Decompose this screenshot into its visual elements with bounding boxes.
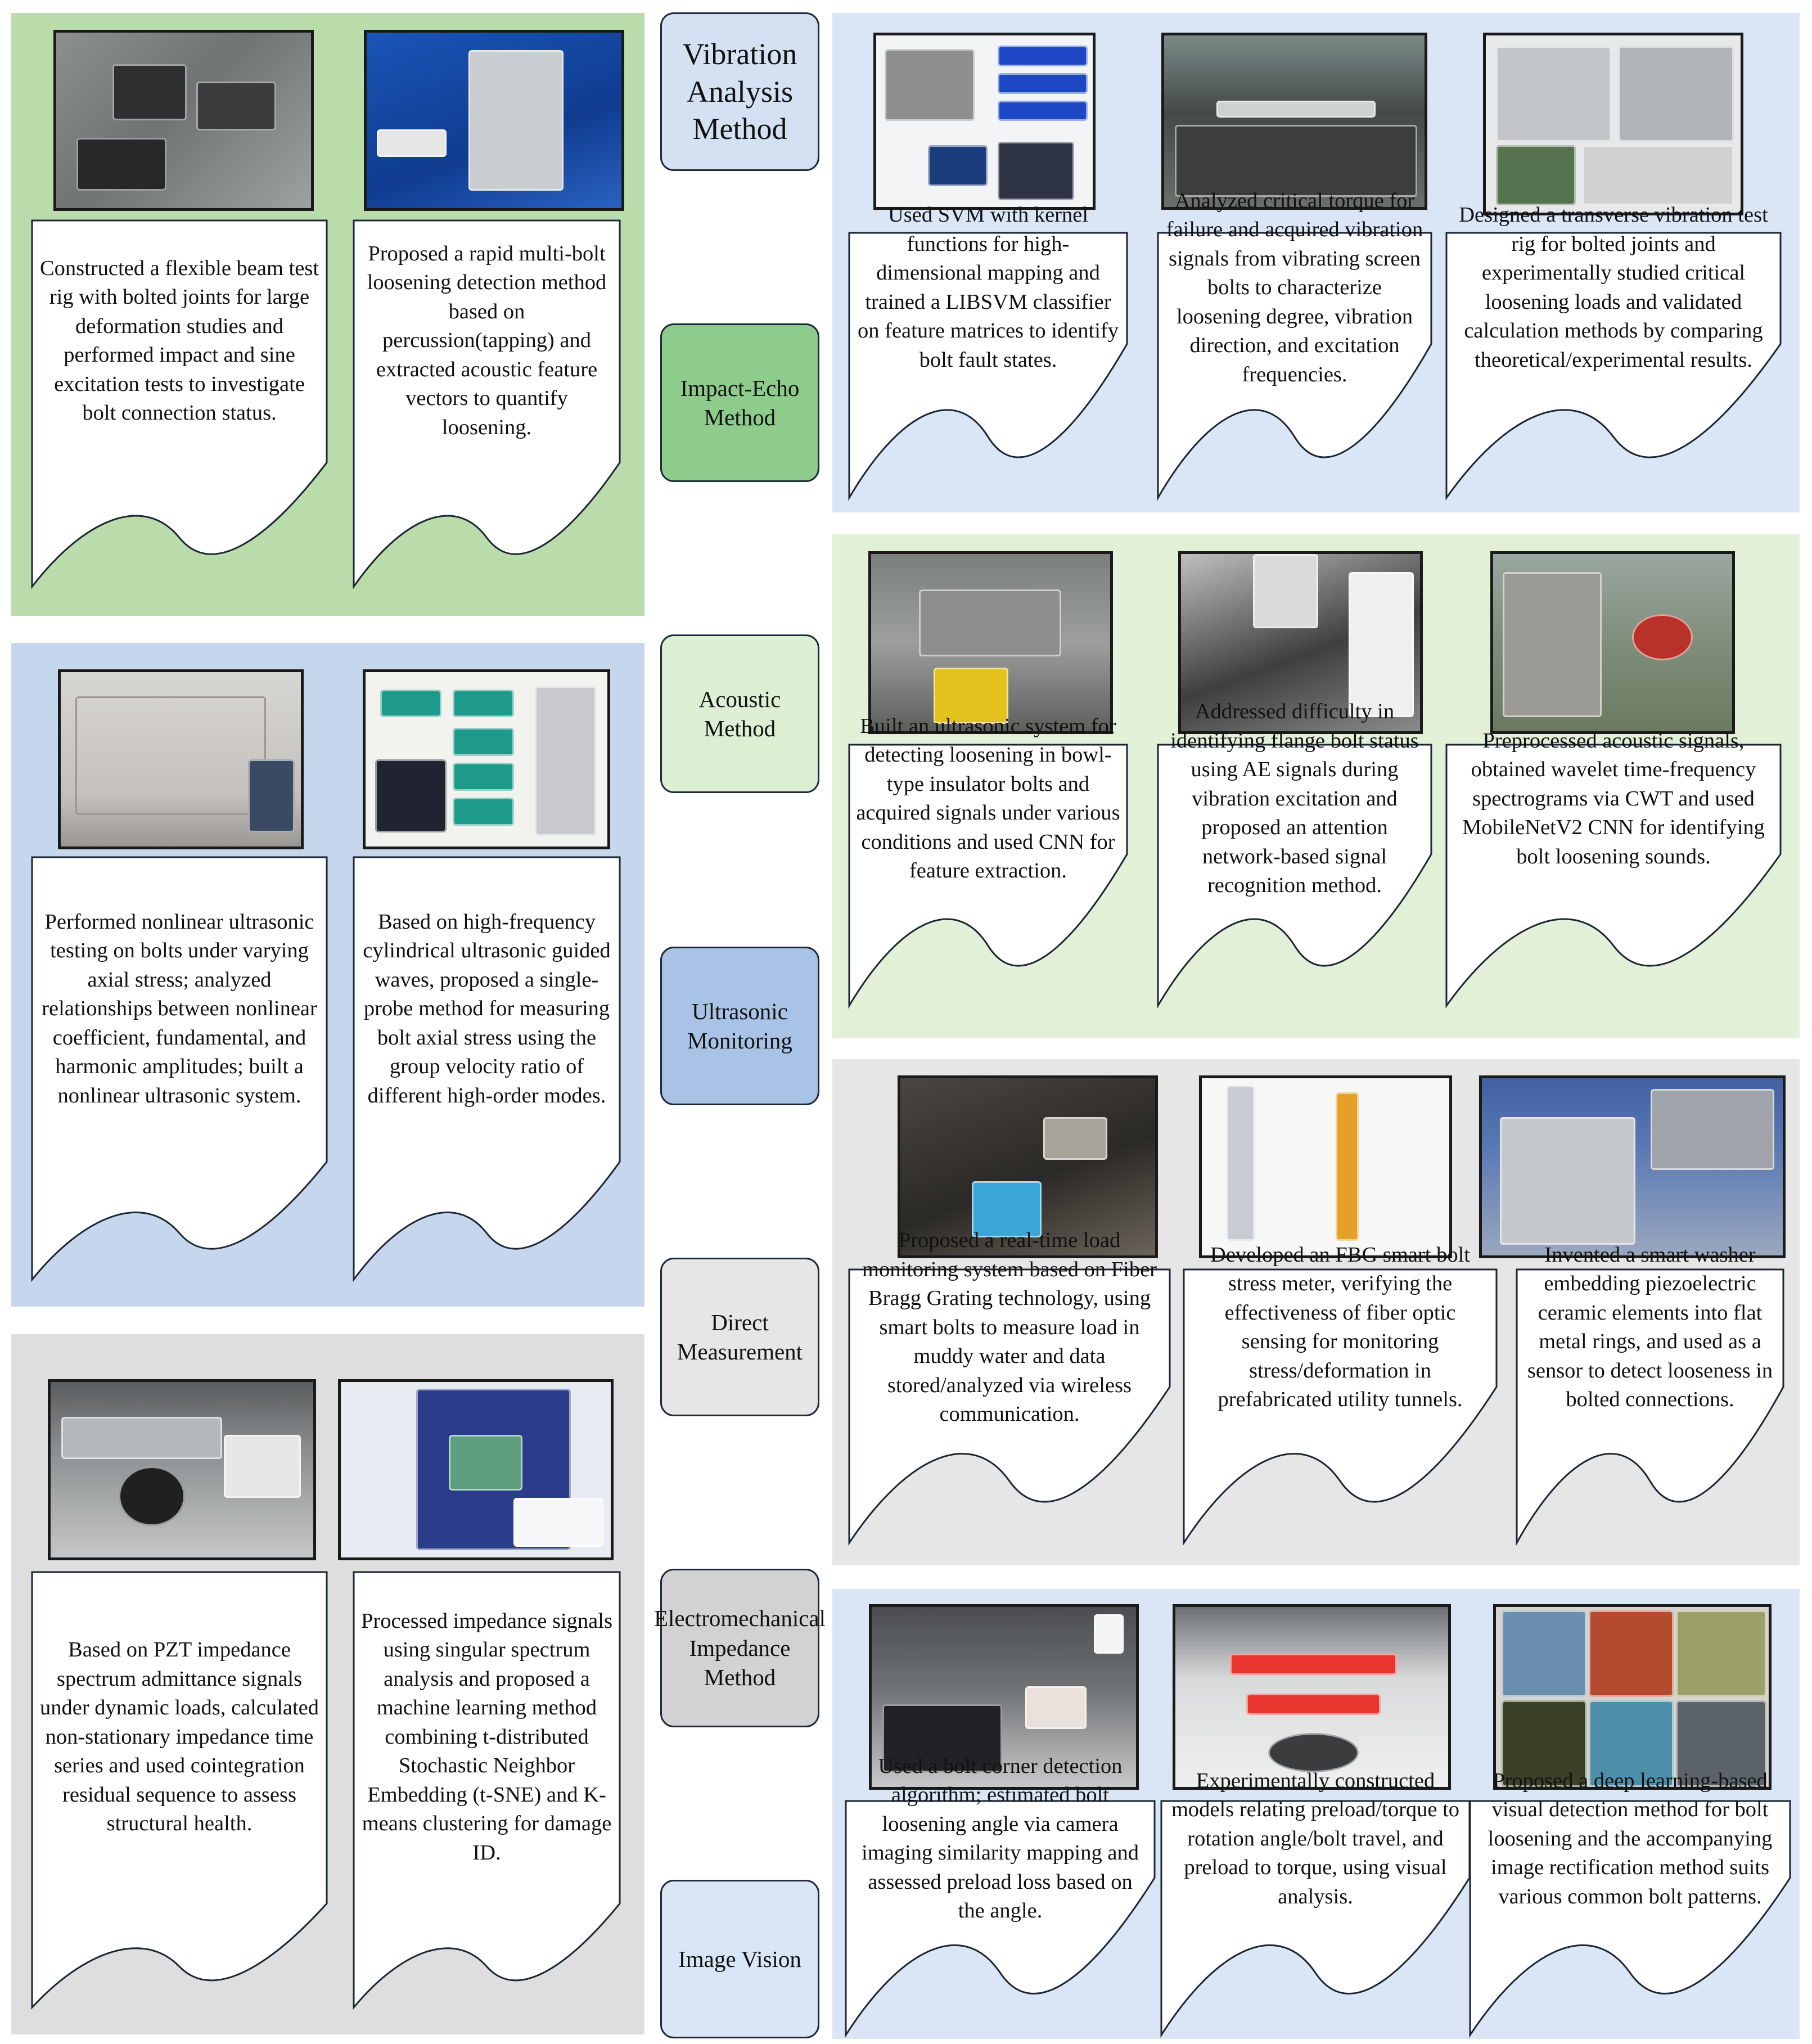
card-shape bbox=[1157, 744, 1432, 1009]
method-impact-echo: Impact-Echo Method bbox=[660, 323, 819, 482]
emi-1-text: Based on PZT impedance spectrum admittan… bbox=[39, 1638, 319, 1836]
ac-2-card: Addressed difficulty in identifying flan… bbox=[1157, 700, 1432, 1009]
ultra-1-text: Performed nonlinear ultrasonic testing o… bbox=[42, 910, 317, 1107]
card-shape bbox=[848, 232, 1128, 501]
dm-1-card: Proposed a real-time load monitoring sys… bbox=[848, 1228, 1171, 1546]
iv-3-photo bbox=[1493, 1604, 1772, 1790]
dm-3-card: Invented a smart washer embedding piezoe… bbox=[1516, 1243, 1784, 1546]
vib-1-text: Used SVM with kernel functions for high-… bbox=[858, 203, 1119, 372]
iv-1-text: Used a bolt corner detection algorithm; … bbox=[862, 1754, 1139, 1923]
card-shape bbox=[1445, 232, 1782, 501]
card-shape bbox=[353, 1571, 621, 2010]
card-shape bbox=[1183, 1268, 1498, 1546]
vib-1-card: Used SVM with kernel functions for high-… bbox=[848, 203, 1128, 501]
emi-2-card: Processed impedance signals using singul… bbox=[353, 1571, 621, 2010]
card-shape bbox=[1469, 1800, 1791, 2038]
dm-3-text: Invented a smart washer embedding piezoe… bbox=[1527, 1243, 1773, 1412]
iv-3-text: Proposed a deep learning-based visual de… bbox=[1488, 1769, 1773, 1908]
iv-1-photo bbox=[869, 1604, 1139, 1790]
method-vibration: Vibration Analysis Method bbox=[660, 12, 819, 171]
dm-2-text: Developed an FBG smart bolt stress meter… bbox=[1210, 1243, 1470, 1412]
ac-2-text: Addressed difficulty in identifying flan… bbox=[1170, 700, 1419, 897]
method-image-vision: Image Vision bbox=[660, 1880, 819, 2038]
ultra-2-photo bbox=[363, 669, 610, 849]
emi-2-photo bbox=[338, 1379, 614, 1560]
iv-2-photo bbox=[1173, 1604, 1451, 1790]
emi-2-text: Processed impedance signals using singul… bbox=[361, 1609, 612, 1865]
card-shape bbox=[31, 1571, 328, 2010]
dm-3-photo bbox=[1479, 1075, 1786, 1258]
method-ultrasonic: Ultrasonic Monitoring bbox=[660, 947, 819, 1105]
ultra-1-photo bbox=[58, 669, 304, 849]
impact-2-text: Proposed a rapid multi-bolt loosening de… bbox=[367, 241, 607, 439]
card-shape bbox=[31, 219, 328, 589]
ac-3-text: Preprocessed acoustic signals, obtained … bbox=[1462, 729, 1765, 868]
ac-3-card: Preprocessed acoustic signals, obtained … bbox=[1445, 729, 1782, 1009]
vib-3-text: Designed a transverse vibration test rig… bbox=[1459, 203, 1768, 372]
card-shape bbox=[353, 219, 621, 589]
impact-1-photo bbox=[53, 30, 314, 211]
card-shape bbox=[31, 856, 328, 1282]
card-shape bbox=[845, 1800, 1156, 2038]
emi-1-photo bbox=[48, 1379, 316, 1560]
vib-3-photo bbox=[1483, 33, 1743, 215]
card-shape bbox=[1516, 1268, 1784, 1546]
card-shape bbox=[353, 856, 621, 1282]
card-shape bbox=[1445, 744, 1782, 1009]
method-acoustic: Acoustic Method bbox=[660, 634, 819, 793]
ac-1-card: Built an ultrasonic system for detecting… bbox=[848, 714, 1128, 1009]
ac-1-text: Built an ultrasonic system for detecting… bbox=[856, 714, 1120, 883]
vib-2-card: Analyzed critical torque for failure and… bbox=[1157, 189, 1432, 501]
vib-2-photo bbox=[1161, 33, 1427, 210]
iv-2-card: Experimentally constructed models relati… bbox=[1160, 1769, 1471, 2038]
impact-1-text: Constructed a flexible beam test rig wit… bbox=[39, 256, 319, 425]
iv-2-text: Experimentally constructed models relati… bbox=[1171, 1769, 1460, 1908]
vib-1-photo bbox=[873, 33, 1096, 210]
impact-2-photo bbox=[364, 30, 624, 211]
vib-2-text: Analyzed critical torque for failure and… bbox=[1166, 189, 1423, 386]
dm-1-text: Proposed a real-time load monitoring sys… bbox=[862, 1228, 1157, 1426]
method-direct-measurement: Direct Measurement bbox=[660, 1258, 819, 1416]
iv-3-card: Proposed a deep learning-based visual de… bbox=[1469, 1769, 1791, 2038]
ultra-1-card: Performed nonlinear ultrasonic testing o… bbox=[31, 856, 328, 1282]
ac-2-photo bbox=[1178, 551, 1423, 734]
dm-1-photo bbox=[898, 1075, 1158, 1258]
dm-2-card: Developed an FBG smart bolt stress meter… bbox=[1183, 1243, 1498, 1546]
card-shape bbox=[1160, 1800, 1471, 2038]
ac-1-photo bbox=[868, 551, 1113, 734]
emi-1-card: Based on PZT impedance spectrum admittan… bbox=[31, 1571, 328, 2010]
ultra-2-text: Based on high-frequency cylindrical ultr… bbox=[363, 910, 611, 1107]
ultra-2-card: Based on high-frequency cylindrical ultr… bbox=[353, 856, 621, 1282]
method-electromechanical-impedance: Electromechanical Impedance Method bbox=[654, 1569, 826, 1727]
card-shape bbox=[848, 1268, 1171, 1546]
card-shape bbox=[848, 744, 1128, 1009]
dm-2-photo bbox=[1199, 1075, 1452, 1258]
ac-3-photo bbox=[1490, 551, 1735, 734]
iv-1-card: Used a bolt corner detection algorithm; … bbox=[845, 1754, 1156, 2038]
vib-3-card: Designed a transverse vibration test rig… bbox=[1445, 203, 1782, 501]
card-shape bbox=[1157, 232, 1432, 501]
impact-2-card: Proposed a rapid multi-bolt loosening de… bbox=[353, 219, 621, 589]
impact-1-card: Constructed a flexible beam test rig wit… bbox=[31, 219, 328, 589]
